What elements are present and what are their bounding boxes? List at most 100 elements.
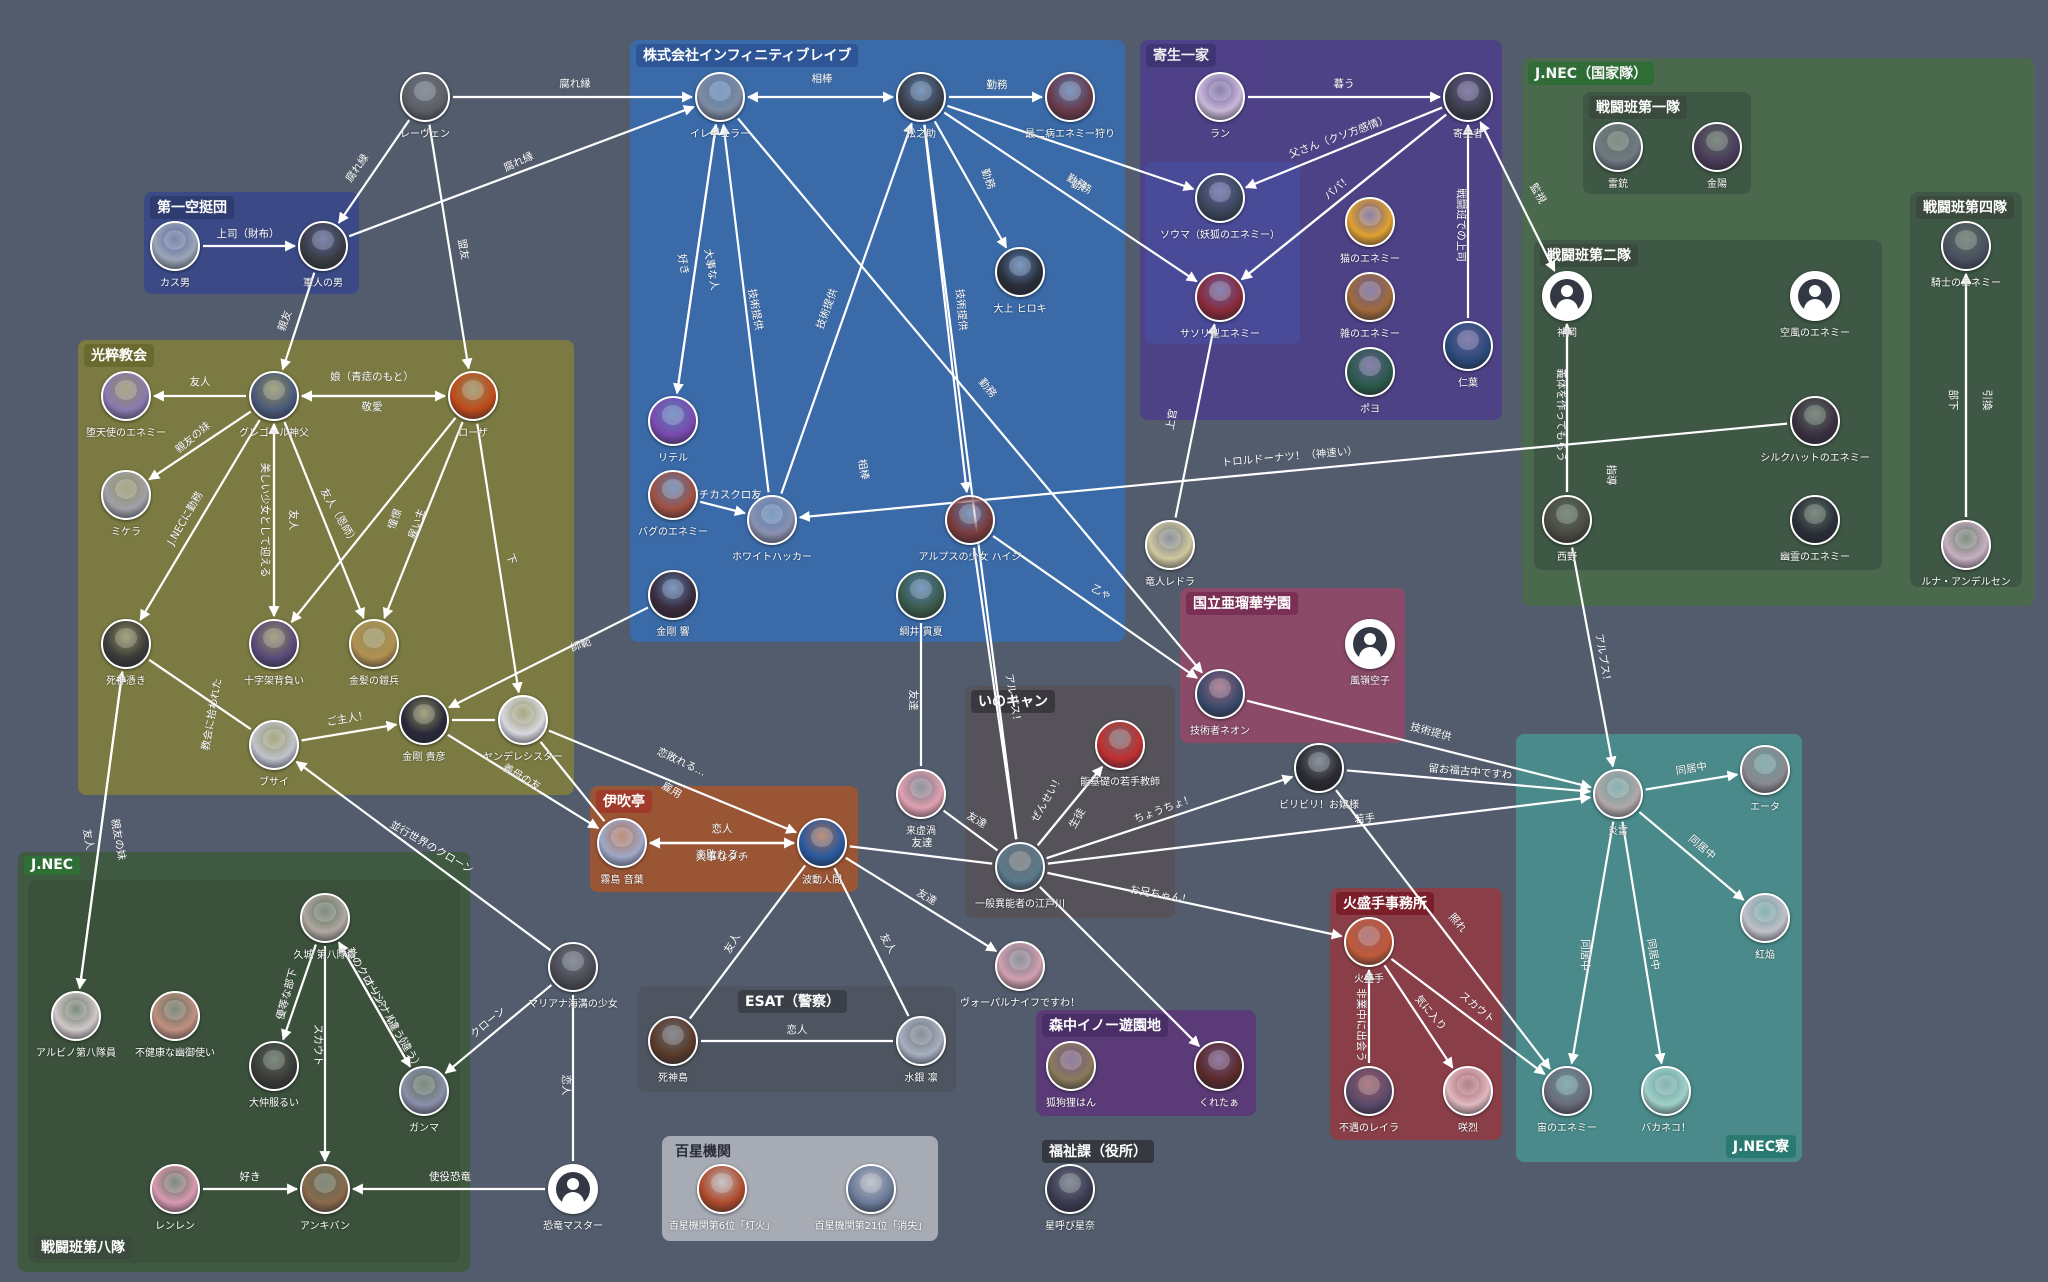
avatar [945,495,995,545]
node-label: 金剛 響 [656,627,690,638]
edge-label: 父さん（クソ方感情） [1287,113,1390,161]
edge-label: スカウト [1457,990,1497,1026]
group-label: ESAT（警察） [738,990,847,1013]
avatar [1345,347,1395,397]
avatar [249,720,299,770]
avatar [1790,495,1840,545]
node-label: 神岡 [1557,328,1577,339]
avatar [400,72,450,122]
edge-label: 美しい少女として迎える [259,463,272,578]
edge-line [1174,323,1218,518]
avatar [1443,72,1493,122]
node-label: 波動人間 [802,875,842,886]
avatar [1593,122,1643,172]
avatar [995,941,1045,991]
edge-label: 憧憬 [385,507,404,531]
avatar [1692,122,1742,172]
edge-line [448,606,649,709]
edge-line [1383,964,1454,1069]
edge-line [301,720,398,742]
group-label: 森中イノー遊園地 [1042,1014,1168,1037]
edge-label: 友人 [877,931,899,956]
edge-line [845,856,998,953]
edge-label: 部下 [1947,390,1960,411]
edge-line [688,864,807,1020]
edge-line [1036,765,1104,847]
node-label: 風嶺空子 [1350,676,1390,687]
edge-line [933,120,1008,249]
node-label: 能基礎の若手教師 [1080,777,1160,788]
node-label: 紅焔 [1755,950,1775,961]
edge-line [923,124,1018,840]
avatar [448,371,498,421]
avatar [399,1066,449,1116]
group-label: 寄生一家 [1146,44,1216,67]
avatar [896,72,946,122]
edge-label: 友人 [287,510,300,531]
edge-label: 並行世界のクローン [388,818,476,876]
edge-label: 教会に拾われた [199,677,224,751]
node-label: 一般異能者の江戸川 [975,899,1065,910]
avatar [846,1164,896,1214]
node-label: ビリビリ！お嬢様 [1279,800,1359,811]
group-label: 火盛手事務所 [1336,892,1434,915]
avatar [1195,173,1245,223]
avatar [1542,1066,1592,1116]
node-label: 金髪の鎧兵 [349,676,399,687]
edge-label: 友人（恩師） [318,486,361,547]
edge-label: 生徒 [1066,805,1088,830]
default-avatar-icon [1542,271,1592,321]
edge-label: 敬愛 [362,400,383,413]
node-label: ヤンデレシスター [483,752,563,763]
person-icon [556,1172,590,1206]
edge-label: 腐れ縁 [501,149,535,174]
group-label: 伊吹亭 [596,790,652,813]
avatar [1294,743,1344,793]
edge-label: 大事なダチ [696,850,749,863]
default-avatar-icon [1790,271,1840,321]
node-label: アンキバン [299,1221,351,1232]
edge-line [447,733,600,830]
node-label: ローザ [458,428,488,439]
node-label: 堕天使のエネミー [86,428,166,439]
avatar [995,247,1045,297]
edge-label: 雇い主 [405,507,428,541]
edge-line [798,422,1788,522]
node-label: 松之助 [906,129,936,140]
avatar [1145,520,1195,570]
node-label: ソウマ（妖狐のエネミー） [1160,230,1280,241]
edge-line [281,944,317,1041]
edge-line [923,124,972,494]
avatar [101,470,151,520]
edge-label: 同居中 [1675,759,1708,777]
node-label: イレギュラー [690,129,750,140]
edge-label: 恋人 [712,822,733,835]
avatar [995,842,1045,892]
avatar [1641,1066,1691,1116]
edge-line [1047,871,1343,940]
edge-label: 恋敗れる… [655,745,708,779]
node-label: 炎雷 [1608,826,1628,837]
edge-label: 娘（青痣のもと） [330,370,414,383]
avatar [1740,893,1790,943]
edge-line [348,105,695,238]
edge-label: 義体を作ってもらう [1555,368,1568,461]
edge-line [476,423,523,694]
edge-label: 同居中 [1579,939,1592,971]
node-label: 猫のエネミー [1340,254,1400,265]
edge-line [1479,121,1556,272]
avatar [695,72,745,122]
edge-label: 使役恐竜 [429,1170,471,1183]
edge-label: 恋敗れる… [696,848,749,861]
node-label: 水銀 凛 [904,1073,938,1084]
edge-line [780,122,914,494]
avatar [1045,1164,1095,1214]
node-label: 金剛 貴彦 [402,752,446,763]
node-label: 軍人の男 [303,278,343,289]
avatar [1443,1066,1493,1116]
avatar [1045,72,1095,122]
edge-label: 恋人 [560,1075,573,1097]
edge-label: 好き [240,1171,261,1183]
edge-label: 引換 [1981,390,1994,412]
node-label: カス男 [160,278,190,289]
